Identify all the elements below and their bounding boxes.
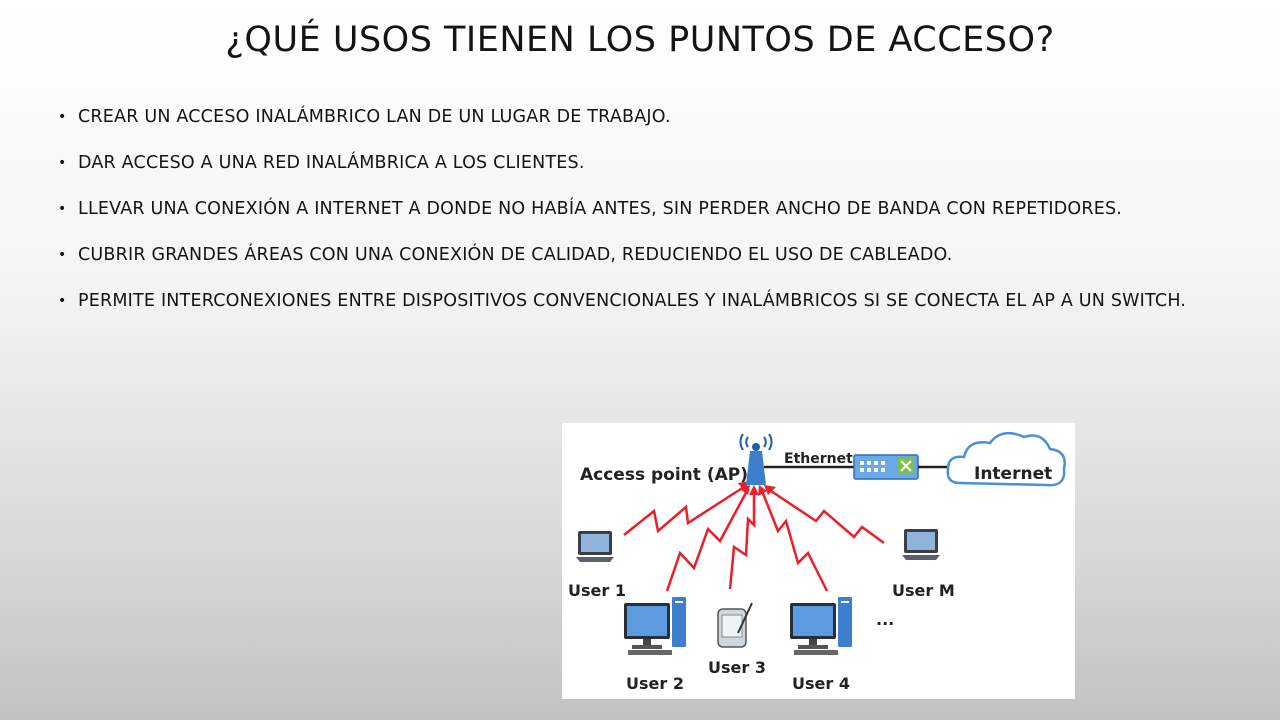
access-point-icon	[739, 433, 773, 485]
user-label: User 2	[626, 674, 684, 693]
bullet-item: • DAR ACCESO A UNA RED INALÁMBRICA A LOS …	[58, 144, 1198, 182]
laptop-icon	[902, 529, 940, 560]
signal-bolt	[728, 491, 756, 590]
bullet-item: • PERMITE INTERCONEXIONES ENTRE DISPOSITI…	[58, 282, 1198, 320]
signal-bolt	[760, 490, 829, 592]
bullet-item: • CREAR UN ACCESO INALÁMBRICO LAN DE UN L…	[58, 98, 1198, 136]
slide-title: ¿QUÉ USOS TIENEN LOS PUNTOS DE ACCESO?	[225, 20, 1055, 60]
signal-bolt	[665, 488, 750, 592]
bullet-dot: •	[58, 247, 67, 263]
network-diagram-svg: Access point (AP) Ethernet Internet User…	[568, 431, 1066, 693]
signal-bolt	[623, 483, 748, 536]
signal-bolt	[767, 487, 885, 545]
ethernet-label: Ethernet	[784, 451, 853, 467]
signal-arrowheads	[738, 481, 776, 496]
bullet-dot: •	[58, 109, 67, 125]
user-label: User M	[892, 581, 955, 600]
switch-icon	[853, 454, 919, 480]
internet-cloud-icon	[946, 431, 1066, 487]
bullet-text: LLEVAR UNA CONEXIÓN A INTERNET A DONDE N…	[78, 199, 1123, 219]
ap-label: Access point (AP)	[580, 465, 748, 485]
bullet-text: CUBRIR GRANDES ÁREAS CON UNA CONEXIÓN DE…	[78, 245, 953, 265]
bullet-item: • CUBRIR GRANDES ÁREAS CON UNA CONEXIÓN D…	[58, 236, 1198, 274]
laptop-icon	[576, 531, 614, 562]
bullet-item: • LLEVAR UNA CONEXIÓN A INTERNET A DONDE …	[58, 190, 1198, 228]
internet-label: Internet	[974, 464, 1052, 484]
access-point-diagram: Access point (AP) Ethernet Internet User…	[562, 423, 1075, 699]
pda-icon	[717, 602, 753, 648]
desktop-icon	[790, 597, 852, 655]
desktop-icon	[624, 597, 686, 655]
bullet-text: PERMITE INTERCONEXIONES ENTRE DISPOSITIV…	[78, 291, 1187, 311]
user-label: User 4	[792, 674, 850, 693]
bullet-list: • CREAR UN ACCESO INALÁMBRICO LAN DE UN L…	[58, 98, 1198, 328]
user-label: User 3	[708, 658, 766, 677]
bullet-text: CREAR UN ACCESO INALÁMBRICO LAN DE UN LU…	[78, 107, 671, 127]
wireless-signals	[623, 483, 885, 592]
bullet-text: DAR ACCESO A UNA RED INALÁMBRICA A LOS C…	[78, 153, 585, 173]
bullet-dot: •	[58, 201, 67, 217]
bullet-dot: •	[58, 155, 67, 171]
more-users-ellipsis: ...	[876, 610, 894, 629]
bullet-dot: •	[58, 293, 67, 309]
user-label: User 1	[568, 581, 626, 600]
